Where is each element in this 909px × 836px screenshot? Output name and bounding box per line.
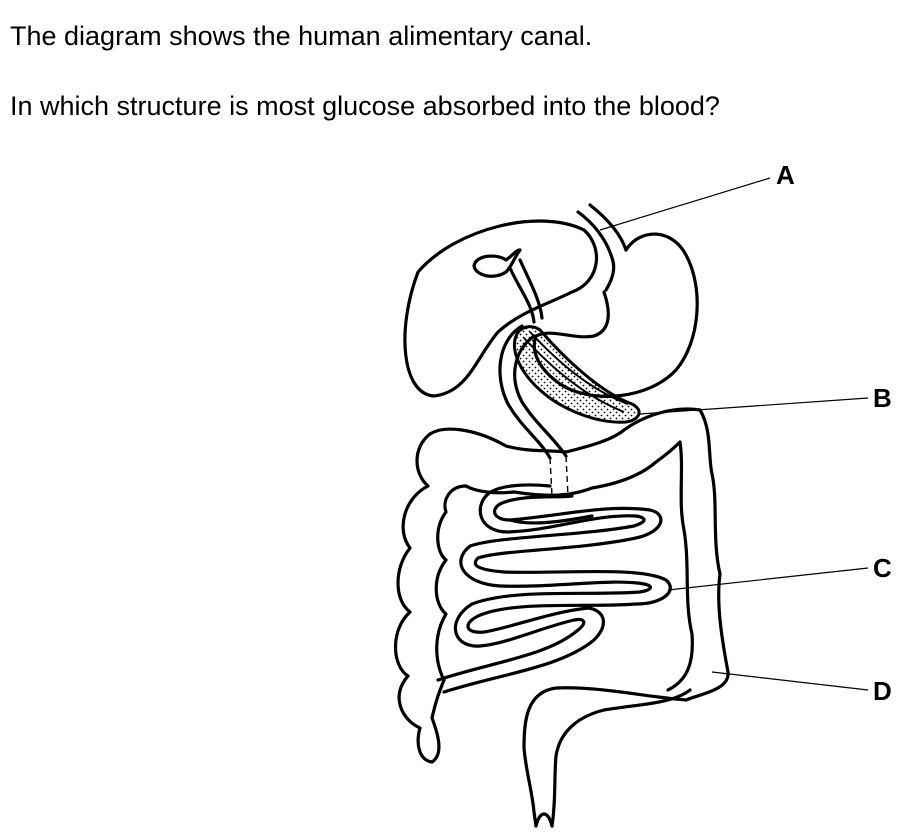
label-d: D <box>873 676 892 706</box>
label-b: B <box>873 383 892 413</box>
rectum <box>534 812 554 828</box>
pancreas <box>513 325 641 424</box>
gall-bladder <box>472 248 522 278</box>
leader-line-d <box>711 671 869 691</box>
oesophagus <box>576 203 628 292</box>
question-prompt: In which structure is most glucose absor… <box>10 91 720 121</box>
small-intestine <box>436 483 672 694</box>
leader-line-a <box>599 177 771 231</box>
question-intro: The diagram shows the human alimentary c… <box>10 21 593 51</box>
leader-line-b <box>639 397 869 415</box>
label-c: C <box>873 553 892 583</box>
bile-duct <box>508 258 544 324</box>
leader-line-c <box>667 567 869 591</box>
liver <box>403 219 599 398</box>
large-intestine <box>393 407 730 828</box>
label-a: A <box>776 160 795 190</box>
